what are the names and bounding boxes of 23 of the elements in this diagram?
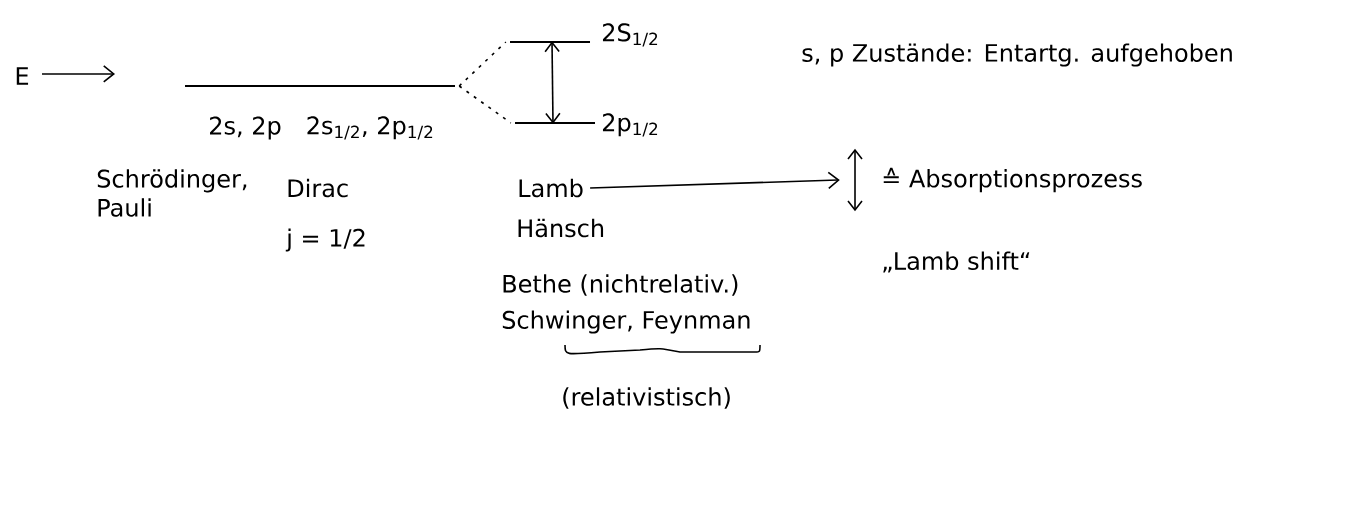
connector — [458, 41, 507, 87]
note-text: s, p Zustände: Entartg. aufgehoben — [802, 43, 1232, 67]
theory-name: Hänsch — [518, 218, 604, 238]
note-text: (relativistisch) — [563, 387, 730, 409]
level-label: 2p$_{1/2}$ — [602, 113, 658, 137]
energy-level-line — [510, 40, 590, 44]
energy-level-line — [515, 121, 595, 125]
name-text: Lamb — [519, 178, 583, 198]
double-arrow — [847, 148, 863, 212]
level-label: 2S$_{1/2}$ — [602, 23, 658, 47]
connector — [544, 41, 561, 124]
axis-label: E — [16, 67, 29, 85]
formula-text: j = 1/2 — [285, 228, 365, 252]
theory-name: Schrödinger, Pauli — [97, 169, 247, 217]
level-label: 2s$_{1/2}$, 2p$_{1/2}$ — [307, 116, 433, 140]
note-text: ≙ Absorptionsprozess — [883, 167, 1142, 193]
theory-name: Dirac — [288, 178, 348, 198]
note-text: „Lamb shift“ — [883, 251, 1030, 273]
level-label: 2s, 2p — [210, 116, 281, 140]
theory-name: Schwinger, Feynman — [502, 310, 750, 334]
energy-level-line — [185, 84, 455, 88]
connector — [589, 171, 840, 190]
theory-name: Bethe (nichtrelativ.) — [503, 274, 738, 296]
